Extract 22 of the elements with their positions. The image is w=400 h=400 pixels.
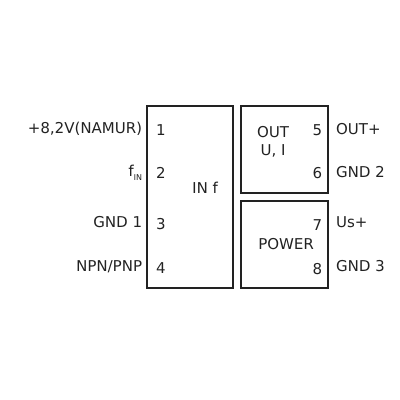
terminal-label: GND 2 <box>336 163 385 181</box>
terminal-label: NPN/PNP <box>76 257 142 275</box>
block-label: POWER <box>257 235 315 253</box>
terminal-label: GND 3 <box>336 257 385 275</box>
terminal-label: OUT+ <box>336 120 381 138</box>
output-block <box>240 105 329 194</box>
pin-number: 7 <box>311 216 322 234</box>
pin-number: 1 <box>156 121 167 139</box>
power-block <box>240 200 329 289</box>
pin-number: 8 <box>311 260 322 278</box>
pin-number: 5 <box>311 121 322 139</box>
pin-number: 2 <box>156 164 167 182</box>
block-label: OUT U, I <box>256 123 290 159</box>
input-block <box>146 105 234 289</box>
terminal-label: GND 1 <box>93 213 142 231</box>
terminal-label: f$_{IN}$ <box>128 162 142 183</box>
terminal-label: +8,2V(NAMUR) <box>28 119 142 137</box>
terminal-label: Us+ <box>336 213 368 231</box>
pin-number: 6 <box>311 164 322 182</box>
block-label: IN f <box>192 179 218 197</box>
pin-number: 4 <box>156 259 167 277</box>
pin-number: 3 <box>156 215 167 233</box>
